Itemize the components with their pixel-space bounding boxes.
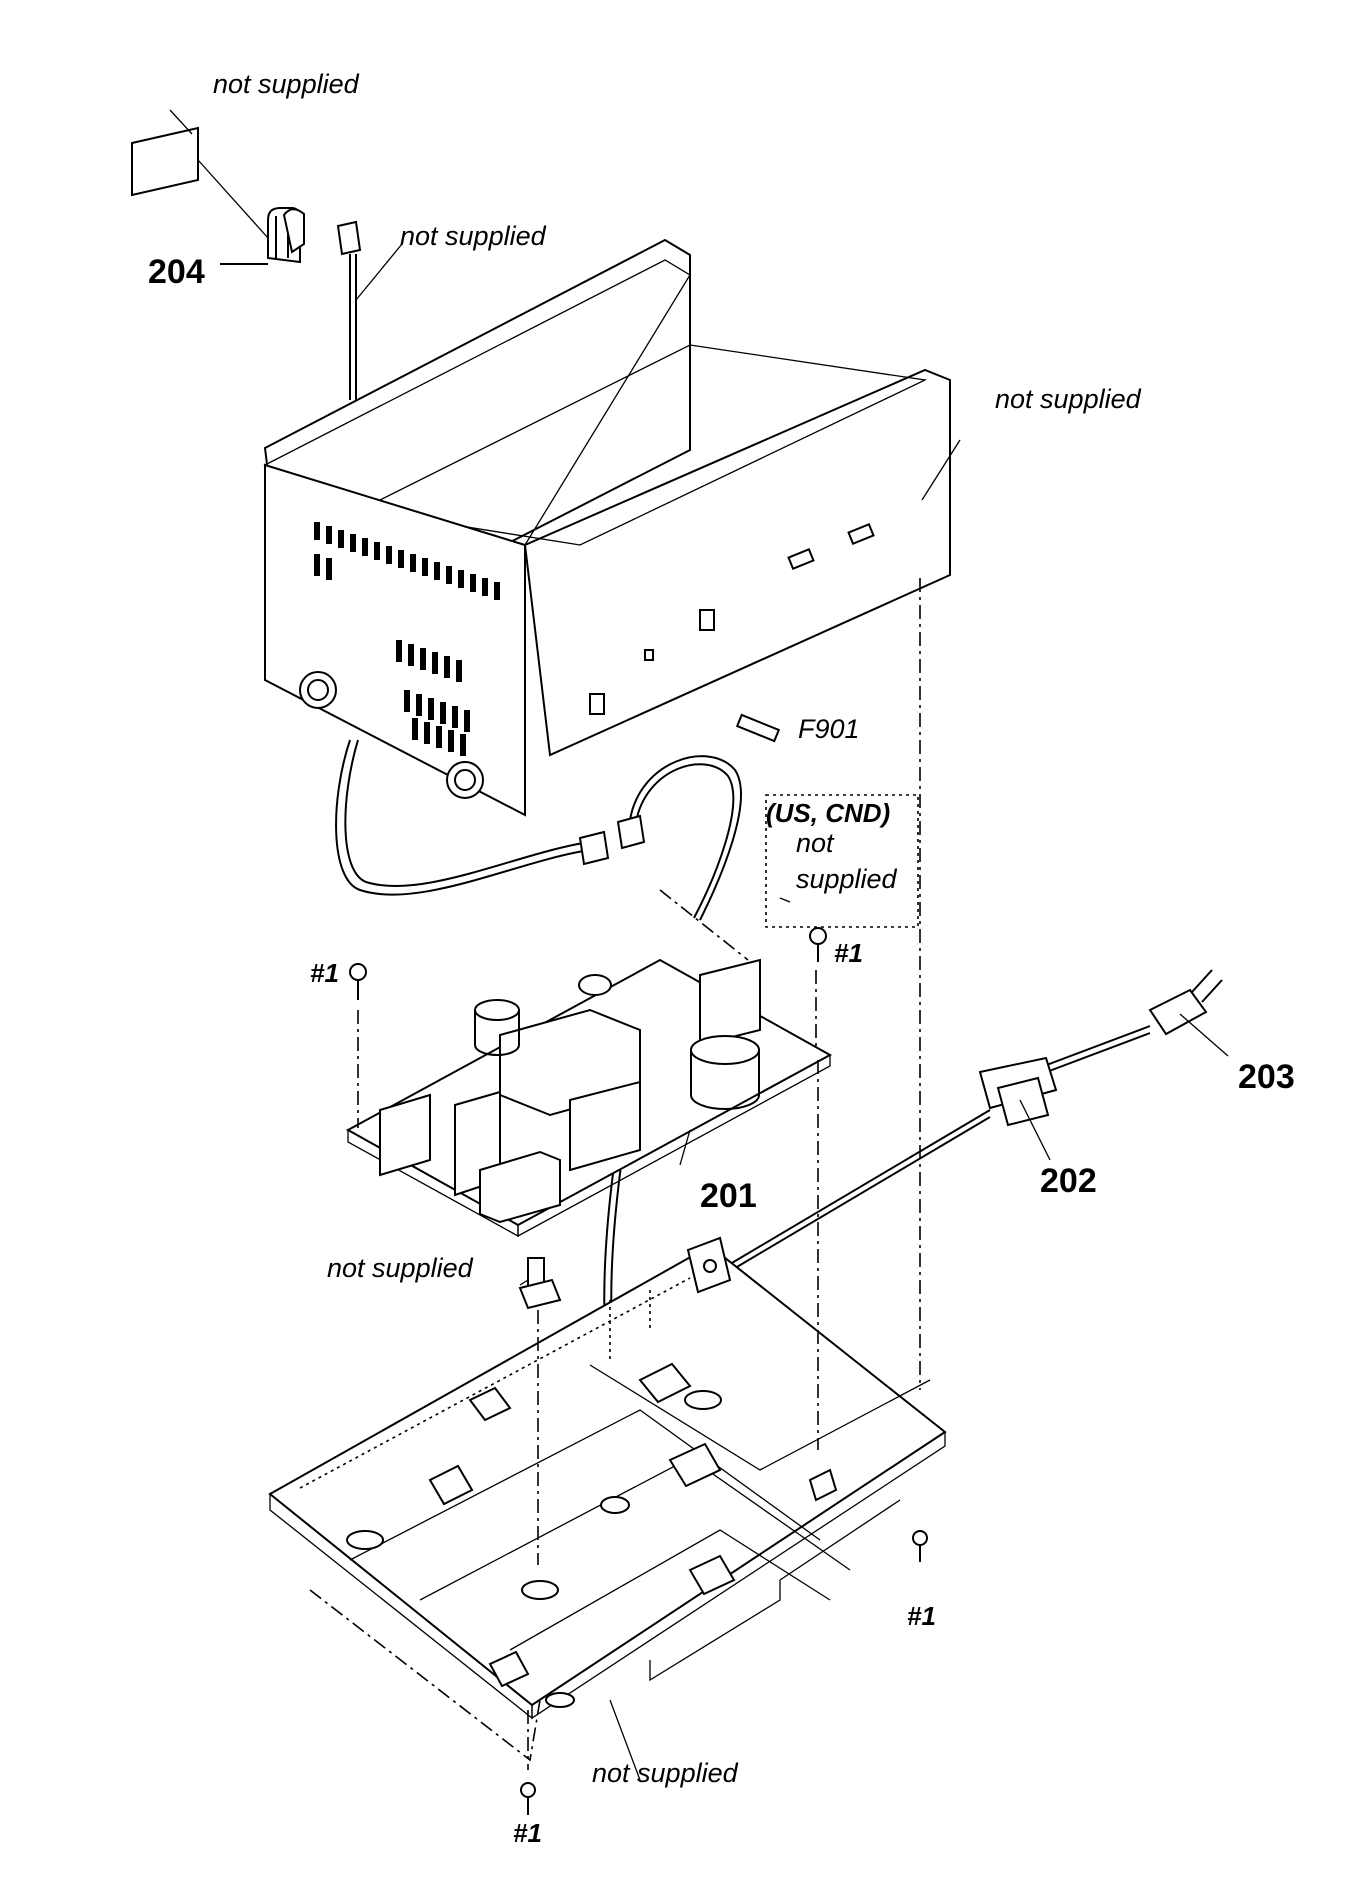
part-number-204: 204 <box>148 253 205 291</box>
standoff-not-supplied <box>518 1257 562 1565</box>
us-cnd-box <box>765 794 919 928</box>
screw-bottom-left <box>520 1782 536 1815</box>
label-supplied: supplied <box>796 864 898 894</box>
terminal-knob-left <box>299 671 337 709</box>
label-not-supplied-chassis: not supplied <box>995 384 1142 414</box>
bottom-plate <box>268 1244 947 1762</box>
label-not-supplied-harness: not supplied <box>400 221 547 251</box>
label-screw-1-board-left: #1 <box>310 958 339 988</box>
chassis <box>263 238 951 817</box>
harness-connector-top <box>336 220 403 400</box>
screw-board-left <box>349 963 367 1000</box>
label-us-cnd: (US, CND) <box>766 798 890 828</box>
vent-slots <box>314 522 500 756</box>
label-not-supplied-top: not supplied <box>213 69 360 99</box>
side-openings <box>589 523 875 715</box>
label-fuse: F901 <box>798 714 860 744</box>
part-number-201: 201 <box>700 1177 757 1215</box>
label-plate <box>131 109 269 239</box>
label-not: not <box>796 828 835 858</box>
strain-relief-202 <box>978 1056 1058 1161</box>
clamp-204 <box>220 207 305 265</box>
part-number-203: 203 <box>1238 1058 1295 1096</box>
part-number-202: 202 <box>1040 1162 1097 1200</box>
label-screw-1-bottom-right: #1 <box>907 1601 936 1631</box>
label-not-supplied-bottom: not supplied <box>592 1758 739 1788</box>
screw-bottom-right <box>912 1530 928 1562</box>
pc-board-201 <box>345 889 833 1238</box>
label-not-supplied-bracket: not supplied <box>327 1253 474 1283</box>
label-screw-1-bottom-left: #1 <box>513 1818 542 1848</box>
fuse-f901 <box>735 713 781 743</box>
ac-plug-203 <box>1148 969 1229 1057</box>
label-screw-1-board-right: #1 <box>834 938 863 968</box>
screw-board-right <box>809 927 827 962</box>
cord-bracket <box>686 1236 732 1294</box>
terminal-knob-right <box>446 761 484 799</box>
